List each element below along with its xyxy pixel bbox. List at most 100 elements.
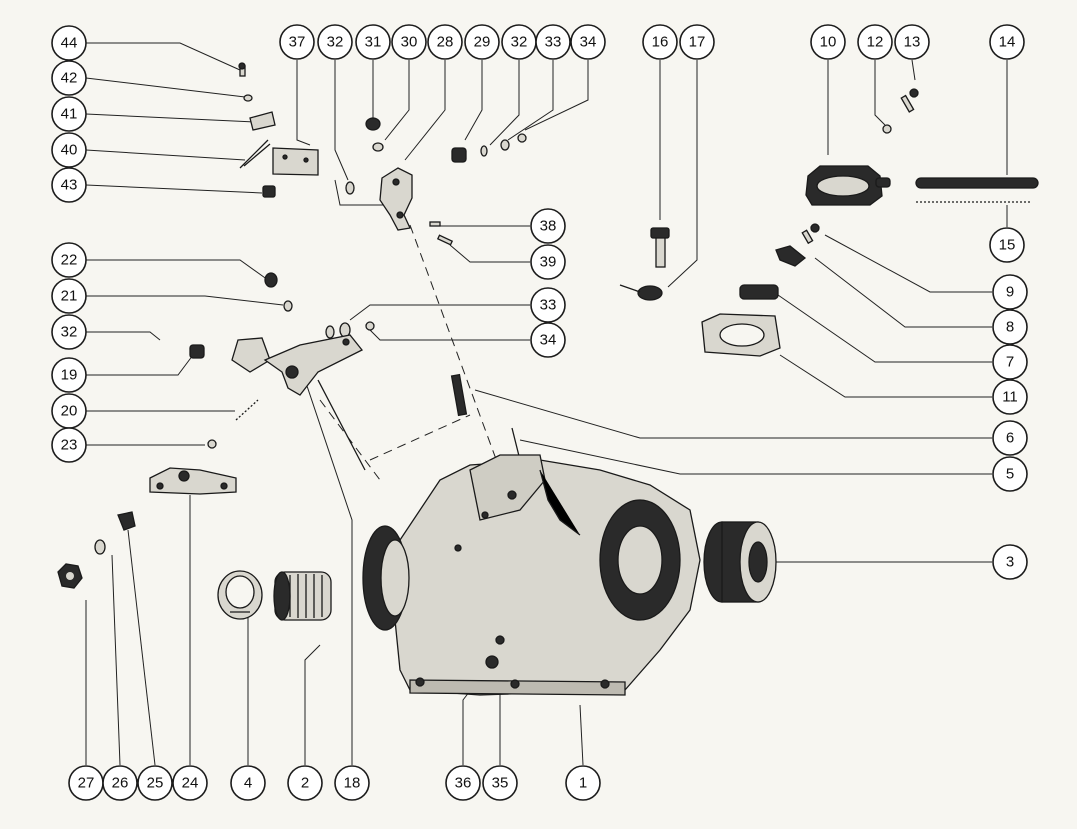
callout-5: 5 (992, 456, 1028, 492)
svg-text:29: 29 (474, 34, 491, 51)
svg-text:6: 6 (1006, 430, 1014, 447)
callout-6: 6 (992, 420, 1028, 456)
washer-26 (94, 539, 106, 555)
callout-32-top: 32 (317, 24, 353, 60)
callout-17: 17 (679, 24, 715, 60)
svg-text:1: 1 (579, 775, 587, 792)
rod-14 (915, 177, 1039, 189)
parts (57, 62, 1039, 696)
leader-8 (814, 257, 992, 328)
callout-13: 13 (894, 24, 930, 60)
svg-text:7: 7 (1006, 354, 1014, 371)
svg-text:4: 4 (244, 775, 252, 792)
leader-34b (369, 329, 530, 341)
clip-17 (619, 284, 663, 301)
svg-text:15: 15 (999, 237, 1016, 254)
svg-text:2: 2 (301, 775, 309, 792)
clip-41 (249, 111, 276, 131)
callout-27: 27 (68, 765, 104, 801)
svg-text:32: 32 (327, 34, 344, 51)
leader-1 (579, 704, 584, 766)
leader-30 (384, 60, 410, 141)
callout-32-top-right: 32 (501, 24, 537, 60)
svg-text:9: 9 (1006, 284, 1014, 301)
shift-rod-18 (317, 379, 366, 471)
callout-36: 36 (445, 765, 481, 801)
spring-31 (365, 117, 381, 131)
leader-21 (86, 295, 284, 306)
callout-35: 35 (482, 765, 518, 801)
pin-38 (429, 221, 441, 227)
svg-text:13: 13 (904, 34, 921, 51)
leader-11 (779, 354, 992, 398)
nut-27 (57, 563, 83, 589)
leader-25 (127, 529, 156, 766)
bolt-16 (650, 227, 670, 268)
callout-18: 18 (334, 765, 370, 801)
svg-text:20: 20 (61, 403, 78, 420)
svg-text:37: 37 (289, 34, 306, 51)
washer-23 (207, 439, 217, 449)
bearing-cup-4 (217, 570, 263, 620)
svg-text:33: 33 (540, 297, 557, 314)
callout-37: 37 (279, 24, 315, 60)
clip-8 (775, 245, 807, 267)
callout-10: 10 (810, 24, 846, 60)
callout-26: 26 (102, 765, 138, 801)
callout-21: 21 (51, 278, 87, 314)
nut-34a (517, 133, 527, 143)
gasket-11 (701, 313, 781, 357)
svg-text:28: 28 (437, 34, 454, 51)
screw-9 (801, 223, 820, 245)
washer-32a (345, 181, 355, 195)
svg-text:10: 10 (820, 34, 837, 51)
svg-text:23: 23 (61, 437, 78, 454)
svg-text:17: 17 (689, 34, 706, 51)
svg-text:14: 14 (999, 34, 1016, 51)
leader-22 (86, 259, 269, 281)
callout-7: 7 (992, 344, 1028, 380)
callout-11: 11 (992, 379, 1028, 415)
svg-text:31: 31 (365, 34, 382, 51)
callout-1: 1 (565, 765, 601, 801)
plate-37 (272, 147, 319, 176)
bushing-30 (372, 142, 384, 152)
leader-9 (824, 234, 992, 293)
callout-43: 43 (51, 167, 87, 203)
svg-text:18: 18 (344, 775, 361, 792)
svg-text:35: 35 (492, 775, 509, 792)
leader-26 (111, 554, 121, 766)
bushing-19 (189, 344, 205, 359)
svg-text:32: 32 (511, 34, 528, 51)
washer-12 (882, 124, 892, 134)
housing-bearing-left (362, 525, 410, 631)
leader-32c (86, 331, 161, 341)
svg-text:21: 21 (61, 288, 78, 305)
leader-39 (449, 244, 530, 263)
svg-text:44: 44 (61, 35, 78, 52)
svg-text:42: 42 (61, 70, 78, 87)
leader-18 (304, 379, 353, 765)
leader-7 (777, 294, 992, 363)
callout-22: 22 (51, 242, 87, 278)
svg-text:16: 16 (652, 34, 669, 51)
lever-28 (379, 167, 413, 231)
callout-2: 2 (287, 765, 323, 801)
bushing-29 (451, 147, 467, 163)
leader-37 (296, 60, 311, 146)
callout-24: 24 (172, 765, 208, 801)
leader-2 (304, 644, 321, 765)
callout-19: 19 (51, 357, 87, 393)
leader-43 (85, 184, 263, 194)
callout-25: 25 (137, 765, 173, 801)
screw-13 (900, 88, 919, 113)
callout-34-top: 34 (570, 24, 606, 60)
bracket-24 (149, 467, 237, 495)
callout-38: 38 (530, 208, 566, 244)
washer-33a (500, 139, 510, 151)
shift-lever-assembly (231, 334, 364, 396)
leader-40 (85, 149, 246, 161)
callout-33-mid: 33 (530, 287, 566, 323)
callout-32-left: 32 (51, 314, 87, 350)
valve-7 (739, 284, 779, 300)
